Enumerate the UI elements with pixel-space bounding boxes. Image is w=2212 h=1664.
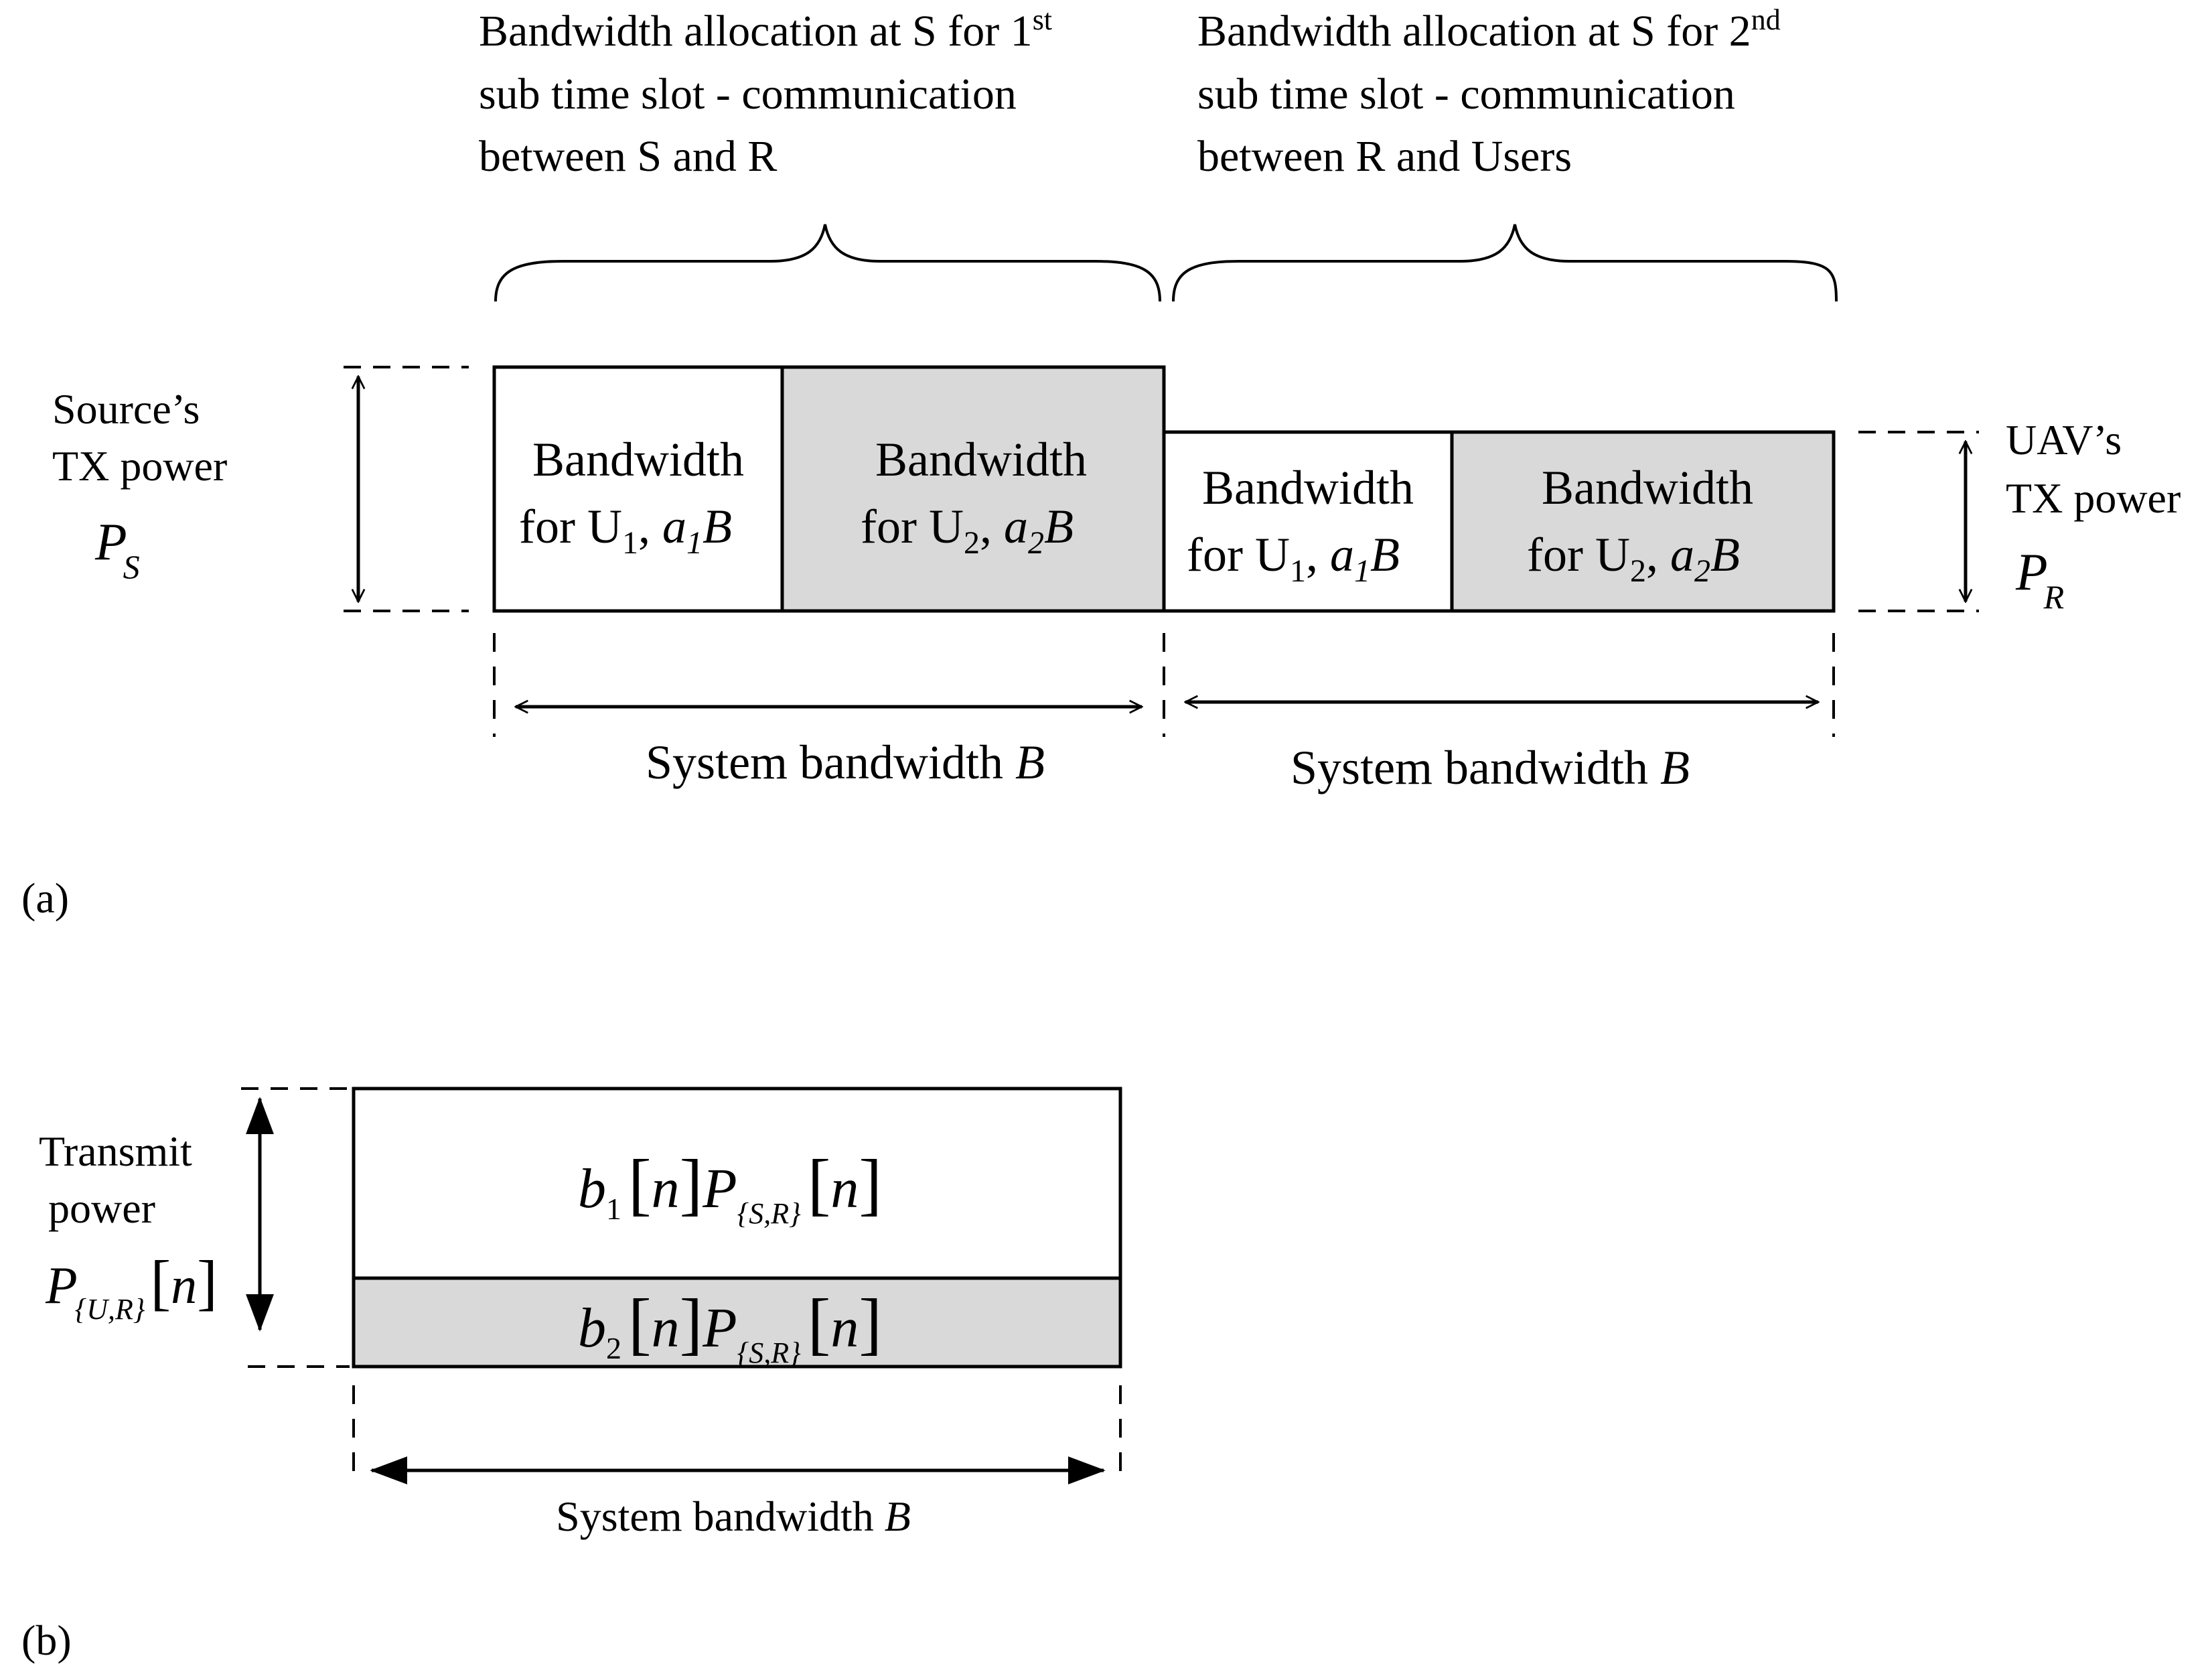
block-s-u1-line1: Bandwidth (532, 433, 744, 486)
block-b2 (352, 1276, 1122, 1369)
source-power-line2: TX power (52, 442, 227, 490)
block-b1 (352, 1087, 1122, 1280)
block-s-u1 (492, 365, 784, 613)
uav-power-symbol: PR (2015, 543, 2064, 616)
transmit-power-symbol: P{U,R}[n] (45, 1248, 218, 1326)
brace-left (494, 224, 1161, 302)
source-power-line1: Source’s (52, 385, 200, 433)
block-r-u1-line1: Bandwidth (1202, 461, 1414, 514)
block-r-u2-line1: Bandwidth (1542, 461, 1753, 514)
block-r-u2-line2: for U2, a2B (1527, 528, 1740, 589)
uav-power-line2: TX power (2006, 474, 2181, 522)
annotation-right-line2: sub time slot - communication (1197, 70, 1735, 119)
annotation-right: Bandwidth allocation at S for 2nd (1197, 3, 1781, 56)
panel-b-label: (b) (21, 1616, 72, 1664)
transmit-power-line1: Transmit (39, 1127, 192, 1175)
block-r-u1-line2: for U1, a1B (1187, 528, 1400, 589)
annotation-right-line3: between R and Users (1197, 132, 1572, 181)
transmit-power-line2: power (48, 1184, 155, 1232)
block-b1-expression: b1[n]P{S,R}[n] (578, 1146, 882, 1230)
block-s-u2-line2: for U2, a2B (861, 500, 1074, 561)
b-bandwidth-label: System bandwidth B (556, 1493, 911, 1540)
block-s-u2 (780, 365, 1166, 613)
uav-power-line1: UAV’s (2006, 416, 2122, 464)
annotation-left-line2: sub time slot - communication (479, 70, 1017, 119)
panel-a-label: (a) (21, 874, 69, 922)
source-power-symbol: PS (94, 512, 140, 585)
annotation-left-line3: between S and R (479, 132, 777, 181)
block-r-u2 (1450, 430, 1836, 613)
block-b2-expression: b2[n]P{S,R}[n] (578, 1285, 882, 1369)
block-s-u2-line1: Bandwidth (875, 433, 1087, 486)
block-s-u1-line2: for U1, a1B (519, 500, 732, 561)
brace-right (1172, 224, 1838, 302)
block-r-u1 (1162, 430, 1454, 613)
annotation-left: Bandwidth allocation at S for 1st (479, 3, 1052, 56)
panel-a: Bandwidth allocation at S for 1st sub ti… (21, 3, 2181, 922)
bandwidth-label-left: System bandwidth B (646, 736, 1045, 789)
bandwidth-label-right: System bandwidth B (1291, 741, 1690, 794)
panel-b: Transmit power P{U,R}[n] b1[n]P{S,R}[n] … (21, 1087, 1122, 1664)
